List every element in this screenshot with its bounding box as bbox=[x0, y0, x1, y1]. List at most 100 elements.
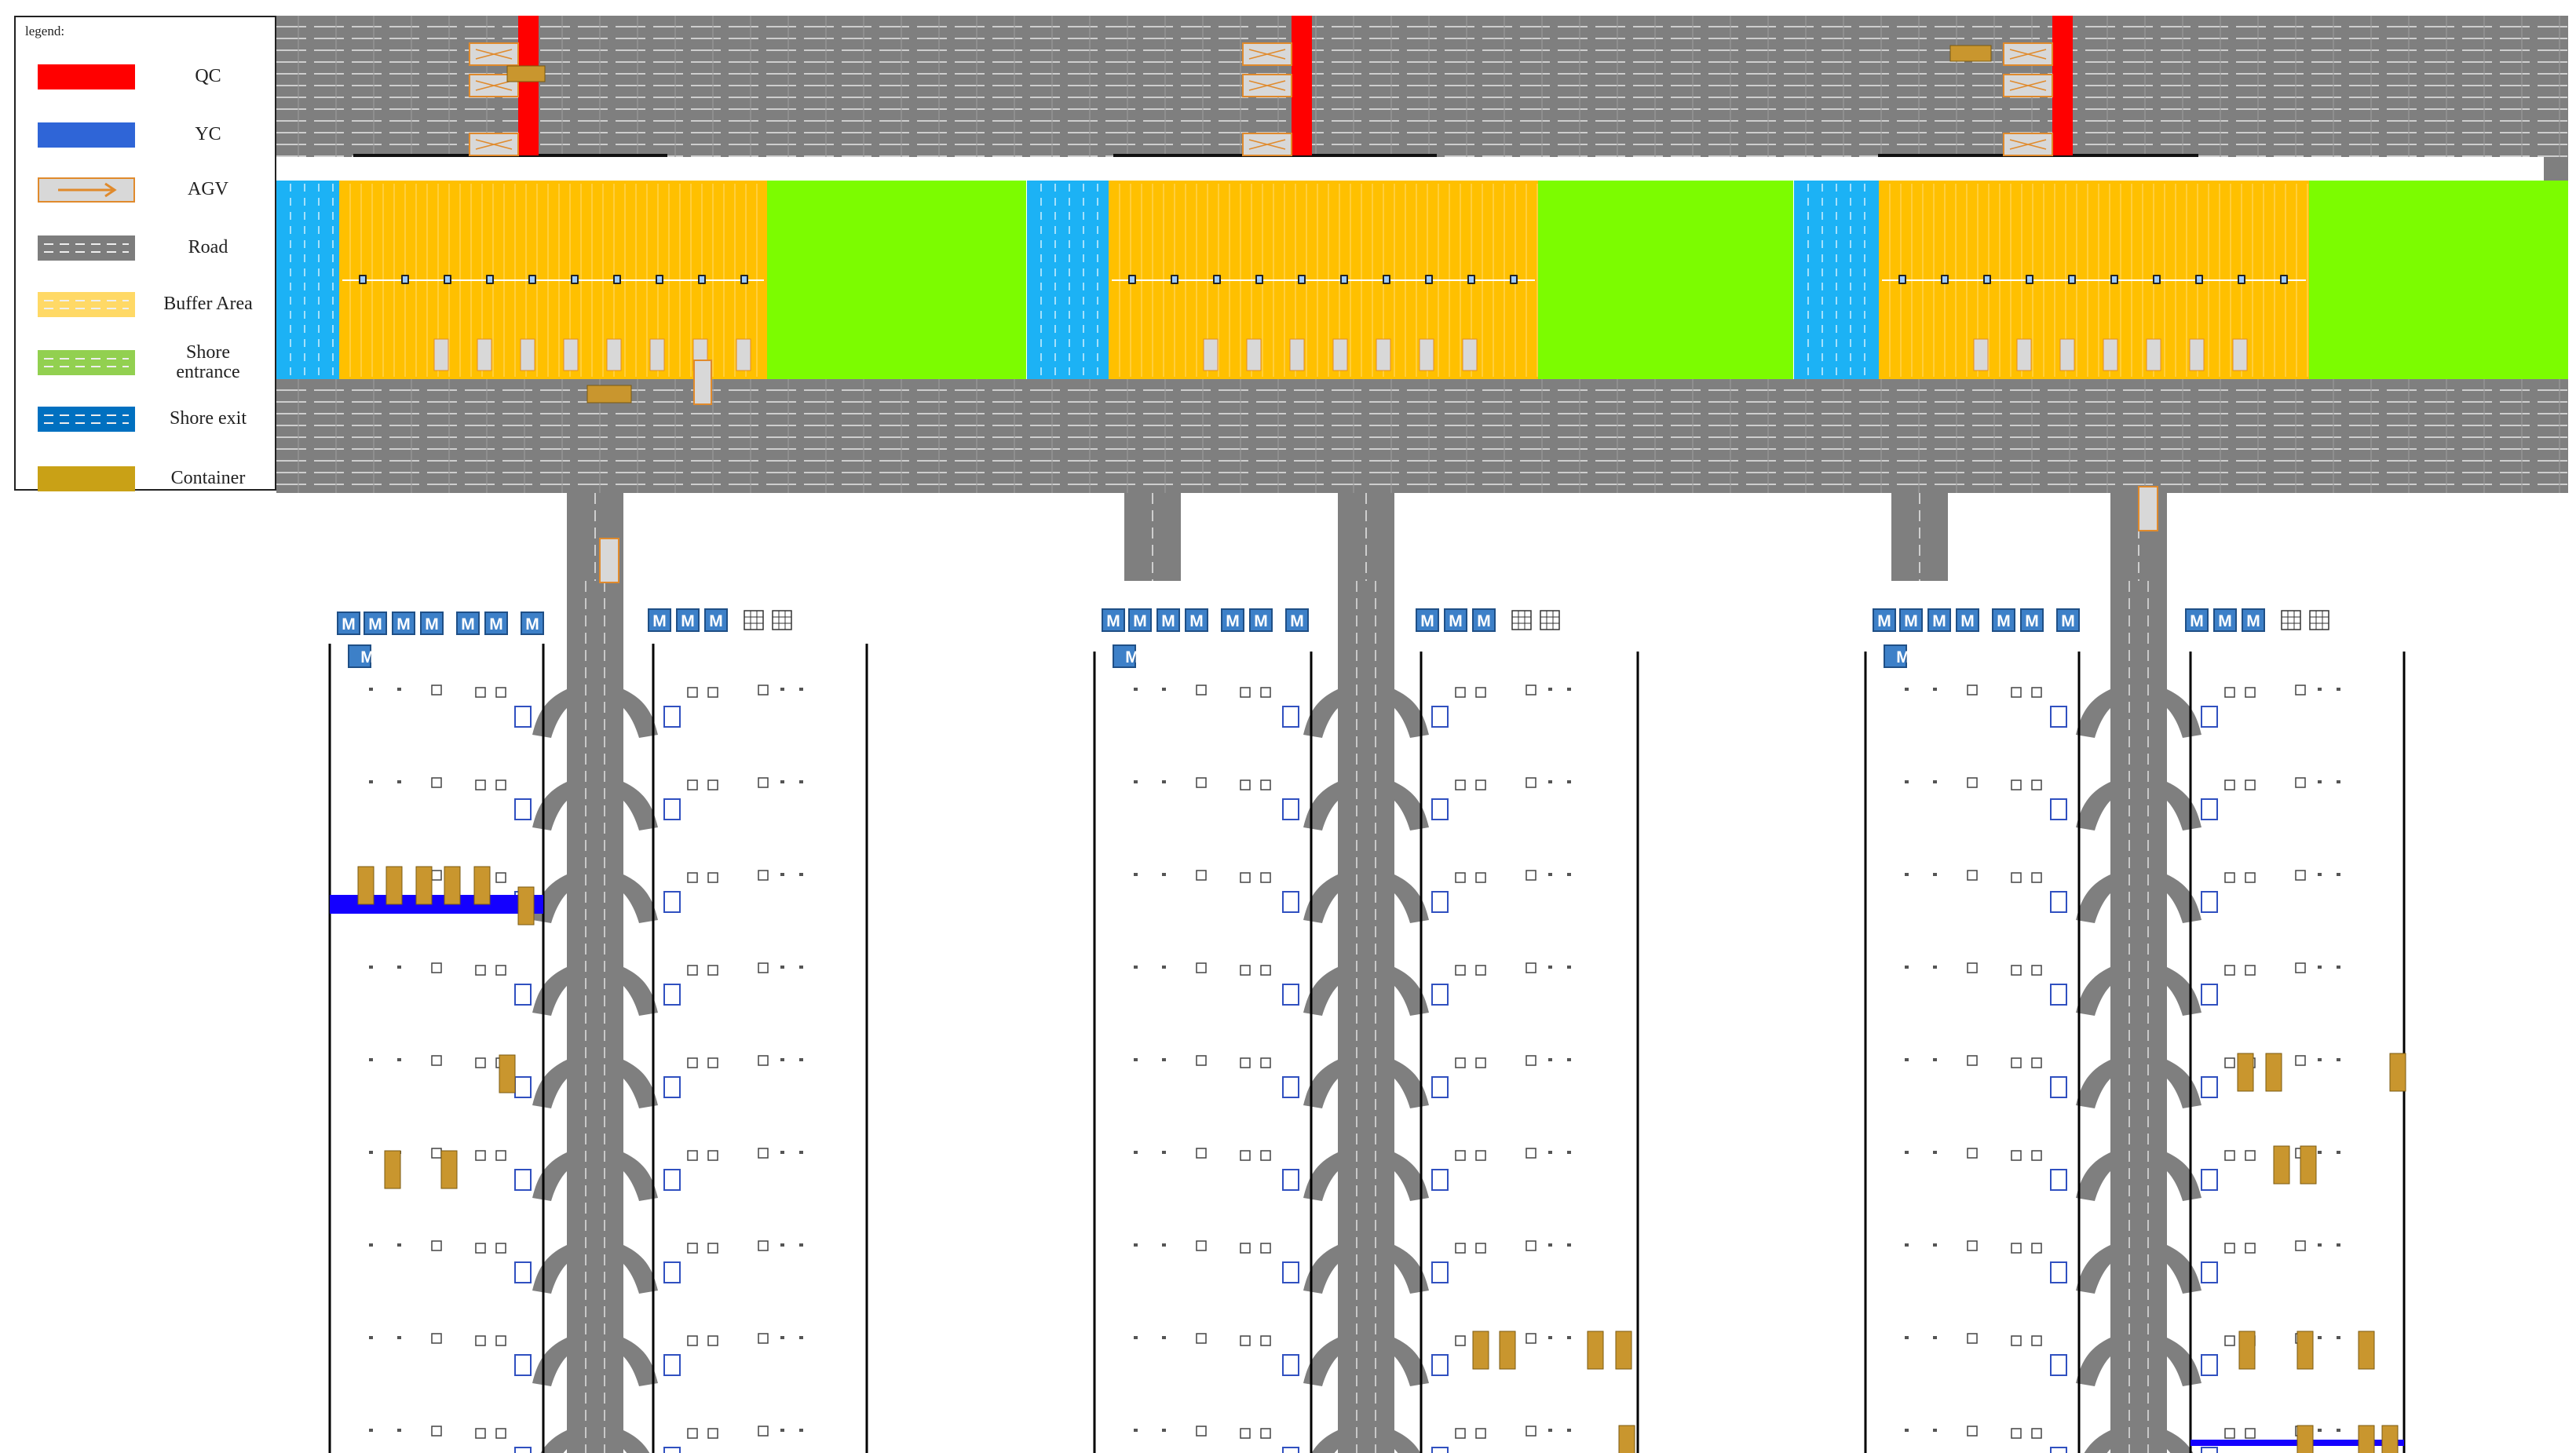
agv-moving bbox=[599, 538, 619, 583]
stack-marker bbox=[780, 966, 784, 969]
stack-marker bbox=[1162, 1058, 1166, 1061]
stack-box bbox=[2245, 687, 2256, 698]
stack-box bbox=[475, 1335, 486, 1346]
zones-layer bbox=[276, 154, 2568, 379]
module-icon-label: M bbox=[1932, 612, 1946, 630]
buffer-marker-inner bbox=[1342, 276, 1346, 283]
stack-box bbox=[687, 779, 698, 790]
legend-item-road: Road bbox=[16, 231, 275, 262]
container bbox=[2238, 1331, 2256, 1370]
spine-branch bbox=[1311, 1430, 1338, 1453]
buffer-marker-inner bbox=[1511, 276, 1516, 283]
stack-box bbox=[1526, 685, 1536, 695]
stack-marker bbox=[1548, 1058, 1552, 1061]
parked-agv bbox=[1289, 338, 1305, 371]
road-swatch bbox=[38, 235, 135, 261]
container bbox=[473, 866, 491, 905]
yc-slot bbox=[1282, 1169, 1299, 1191]
yc-slot bbox=[663, 984, 681, 1006]
module-icon-label: M bbox=[489, 615, 503, 633]
stack-marker bbox=[1162, 1429, 1166, 1432]
yc-slot bbox=[2201, 1447, 2218, 1453]
stack-box bbox=[1240, 1057, 1251, 1068]
stack-box bbox=[2031, 687, 2042, 698]
spine-branch bbox=[1394, 1430, 1421, 1453]
agv-swatch bbox=[38, 177, 135, 203]
parked-agv bbox=[1462, 338, 1478, 371]
module-icon bbox=[364, 612, 387, 635]
module-icon-label: M bbox=[1226, 612, 1240, 630]
spine-branch bbox=[623, 1245, 658, 1294]
parked-agv bbox=[2189, 338, 2205, 371]
shore-exit-zone bbox=[1027, 181, 1109, 379]
stack-marker bbox=[799, 688, 803, 691]
stack-marker bbox=[2318, 688, 2322, 691]
spine-branch bbox=[2076, 782, 2110, 831]
stack-marker bbox=[780, 1336, 784, 1339]
module-icon-label: M bbox=[1254, 612, 1268, 630]
module-icon bbox=[676, 608, 700, 632]
stack-box bbox=[1967, 1055, 1978, 1066]
buffer-marker-inner bbox=[1172, 276, 1177, 283]
buffer-marker-inner bbox=[615, 276, 619, 283]
yard-spine-road bbox=[1338, 581, 1394, 1453]
stack-marker bbox=[2337, 966, 2340, 969]
module-icon bbox=[1156, 608, 1180, 632]
stack-marker bbox=[799, 1429, 803, 1432]
stack-box bbox=[1240, 1428, 1251, 1439]
spine-branch bbox=[1394, 1152, 1429, 1201]
stack-box bbox=[2011, 872, 2022, 883]
buffer-marker-inner bbox=[445, 276, 450, 283]
module-icon-label: M bbox=[1896, 648, 1910, 666]
stack-box bbox=[1967, 1240, 1978, 1251]
module-icon-label: M bbox=[1904, 612, 1918, 630]
stack-box bbox=[431, 685, 442, 695]
stack-box bbox=[495, 1243, 506, 1254]
container bbox=[384, 1150, 401, 1189]
module-icon-label: M bbox=[1133, 612, 1147, 630]
stack-box bbox=[687, 872, 698, 883]
module-icon bbox=[1416, 608, 1439, 632]
yc-slot bbox=[2201, 1354, 2218, 1376]
container bbox=[1499, 1331, 1516, 1370]
legend-label-buffer: Buffer Area bbox=[163, 294, 253, 315]
yc-slot bbox=[1282, 1076, 1299, 1098]
module-icon-label: M bbox=[1161, 612, 1175, 630]
module-icon-label: M bbox=[1106, 612, 1120, 630]
stack-box bbox=[495, 1428, 506, 1439]
agv-arrow bbox=[1248, 49, 1286, 60]
parked-agv bbox=[606, 338, 622, 371]
buffer-marker-inner bbox=[1130, 276, 1135, 283]
stack-box bbox=[1526, 1240, 1536, 1251]
stack-box bbox=[495, 965, 506, 976]
stack-marker bbox=[780, 688, 784, 691]
parked-agv bbox=[1246, 338, 1262, 371]
stack-box bbox=[687, 965, 698, 976]
container bbox=[1618, 1425, 1635, 1453]
agv-arrow bbox=[2009, 139, 2047, 150]
yc-swatch bbox=[38, 122, 135, 148]
spine-branch bbox=[623, 1152, 658, 1201]
stack-box bbox=[1240, 1243, 1251, 1254]
stack-box bbox=[2011, 965, 2022, 976]
stack-box bbox=[2031, 1150, 2042, 1161]
module-icon bbox=[1444, 608, 1467, 632]
module-icon bbox=[2242, 608, 2265, 632]
agv-arrow bbox=[1248, 139, 1286, 150]
spine-branch bbox=[1303, 1245, 1338, 1294]
stack-marker bbox=[1567, 873, 1571, 876]
module-icon-label: M bbox=[1189, 612, 1204, 630]
stack-marker bbox=[799, 780, 803, 783]
stack-marker bbox=[1905, 873, 1909, 876]
stack-box bbox=[1196, 1240, 1207, 1251]
shore_exit-swatch bbox=[38, 407, 135, 432]
container bbox=[517, 886, 535, 925]
legend-item-shore_entrance: Shore entrance bbox=[16, 342, 275, 382]
stack-marker bbox=[2337, 873, 2340, 876]
spine-branch bbox=[2167, 874, 2201, 923]
stack-box bbox=[2245, 1150, 2256, 1161]
stack-box bbox=[758, 685, 769, 695]
stack-box bbox=[2224, 1428, 2235, 1439]
